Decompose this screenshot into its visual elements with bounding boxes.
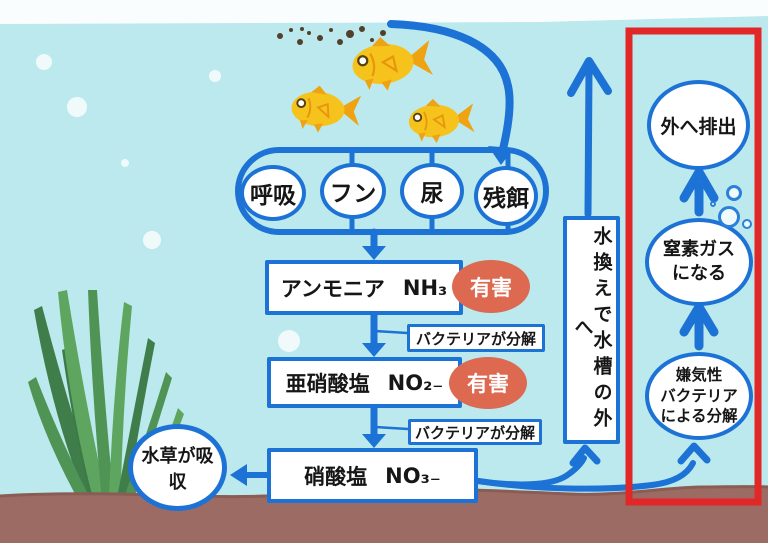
source-circle-breathing: 呼吸 — [240, 165, 306, 221]
red-highlight-box — [625, 27, 762, 506]
water-surface — [0, 0, 768, 24]
source-label: 残餌 — [483, 186, 529, 212]
arrow-waterchange-out — [584, 66, 593, 218]
bacteria-decompose-label-1: バクテリアが分解 — [407, 324, 545, 352]
feeding-arrow — [387, 20, 514, 153]
bacteria-decompose-label-2: バクテリアが分解 — [408, 419, 542, 445]
goldfish — [408, 98, 475, 144]
water-change-box: 水換えで水槽の外へ — [563, 216, 620, 444]
chemical-formula: NO₂₋ — [387, 370, 444, 395]
source-label: 尿 — [420, 181, 444, 207]
chemical-formula: NO₃₋ — [385, 463, 441, 488]
food-particles — [277, 26, 386, 45]
chemical-formula: NH₃ — [402, 275, 448, 300]
stage-name: 硝酸塩 — [304, 464, 368, 489]
stage-name: 亜硝酸塩 — [285, 371, 370, 396]
source-label: 呼吸 — [250, 183, 296, 209]
harmful-badge-nitrite: 有害 — [449, 357, 527, 409]
gas-bubble — [742, 219, 752, 229]
nitrite-box: 亜硝酸塩 NO₂₋ — [267, 357, 462, 408]
goldfish — [291, 85, 362, 133]
anaerobic-bacteria-circle: 嫌気性 バクテリア による分解 — [645, 352, 753, 440]
nitrate-box: 硝酸塩 NO₃₋ — [267, 448, 478, 503]
water-change-label: 水換えで水槽の外へ — [571, 226, 613, 434]
exhaust-circle: 外へ排出 — [647, 80, 750, 170]
harmful-badge-ammonia: 有害 — [452, 260, 530, 313]
source-circle-feces: フン — [320, 163, 386, 219]
ammonia-box: アンモニア NH₃ — [265, 260, 463, 315]
water-bubbles — [36, 54, 300, 352]
gas-bubble — [718, 206, 740, 228]
source-circle-leftover-food: 残餌 — [474, 166, 538, 226]
plant-absorb-circle: 水草が吸収 — [128, 424, 227, 511]
stage-name: アンモニア — [280, 276, 385, 301]
source-label: フン — [329, 181, 377, 207]
goldfish — [352, 37, 434, 91]
source-loop — [235, 147, 549, 235]
arrow-nitrate-anaerobic — [475, 460, 696, 492]
gas-bubble — [726, 185, 742, 201]
gas-bubble — [710, 201, 716, 207]
source-circle-urine: 尿 — [400, 163, 464, 219]
nitrogen-gas-circle: 窒素ガス になる — [645, 218, 753, 306]
